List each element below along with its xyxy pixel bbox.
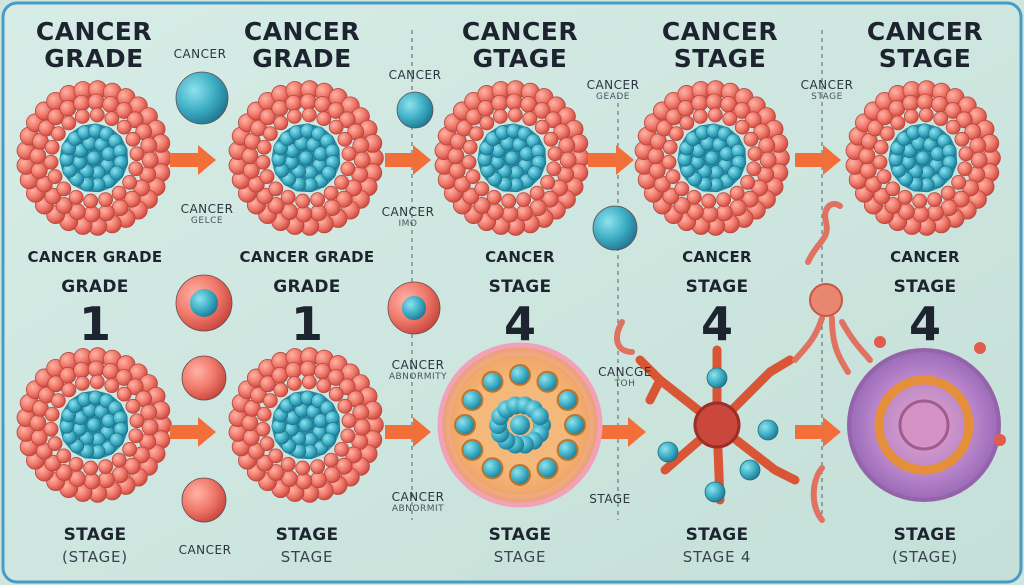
stage4-dots: [657, 336, 1006, 503]
bottom-title-5: STAGE: [893, 525, 957, 545]
bottom-title-4: STAGE: [685, 525, 749, 545]
bottom-title-2: STAGE: [275, 525, 339, 545]
level-number-2: 1: [290, 297, 323, 351]
progression-arrows: [170, 145, 841, 447]
level-number-1: 1: [78, 297, 111, 351]
level-word-2: GRADE: [273, 277, 341, 297]
tumor-cluster: [16, 347, 172, 503]
tumor-cluster: [228, 80, 384, 236]
bottom-sub-5: (STAGE): [892, 548, 958, 566]
level-word-3: STAGE: [488, 277, 552, 297]
level-number-5: 4: [908, 297, 941, 351]
migrating-cells: [614, 201, 873, 523]
tumor-cluster: [634, 80, 790, 236]
level-number-4: 4: [700, 297, 733, 351]
tumor-clusters: [16, 80, 1001, 503]
tumor-cluster: [228, 347, 384, 503]
level-word-5: STAGE: [893, 277, 957, 297]
tumor-cluster: [845, 80, 1001, 236]
side-label-cancer-2: CANCER: [388, 68, 442, 82]
side-label-cancer-1: CANCER: [173, 47, 227, 61]
level-word-4: STAGE: [685, 277, 749, 297]
side-label-stage-small: STAGE: [589, 492, 631, 506]
bottom-title-1: STAGE: [63, 525, 127, 545]
mid-label-4: CANCER: [682, 248, 752, 266]
bottom-sub-3: STAGE: [493, 548, 547, 566]
bottom-sub-2: STAGE: [280, 548, 334, 566]
tumor-cluster: [16, 80, 172, 236]
mid-label-3: CANCER: [485, 248, 555, 266]
side-label-cancer-bottom: CANCER: [178, 543, 232, 557]
jelly-cell-icon: [809, 283, 843, 317]
mid-label-2: CANCER GRADE: [239, 248, 375, 266]
late-stage-cell: [847, 348, 1001, 502]
level-word-1: GRADE: [61, 277, 129, 297]
bottom-sub-1: (STAGE): [62, 548, 128, 566]
abnormal-cell-stage3: [437, 342, 603, 508]
mid-label-1: CANCER GRADE: [27, 248, 163, 266]
bottom-sub-4: STAGE 4: [682, 548, 752, 566]
mid-label-5: CANCER: [890, 248, 960, 266]
tumor-cluster: [434, 80, 590, 236]
bottom-title-3: STAGE: [488, 525, 552, 545]
small-cells: [175, 71, 638, 523]
level-number-3: 4: [503, 297, 536, 351]
